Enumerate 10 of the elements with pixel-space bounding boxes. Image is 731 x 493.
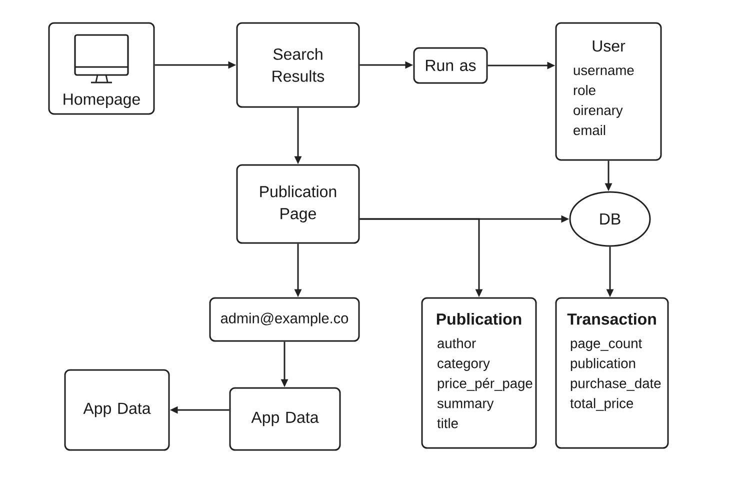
- process-box: App Data: [229, 387, 341, 451]
- entity-box: User username role oirenary email: [555, 22, 662, 161]
- process-box: Search Results: [236, 22, 360, 108]
- process-box: App Data: [64, 369, 170, 451]
- entity-box: Transaction page_count publication purchase_date total_price: [555, 297, 669, 449]
- page-box: Homepage: [48, 22, 155, 115]
- entity-box: Publication author category price_pér_page summary title: [421, 297, 537, 449]
- process-box: admin@example.co: [209, 297, 360, 342]
- process-box: Run as: [413, 47, 488, 84]
- process-box: Publication Page: [236, 164, 360, 244]
